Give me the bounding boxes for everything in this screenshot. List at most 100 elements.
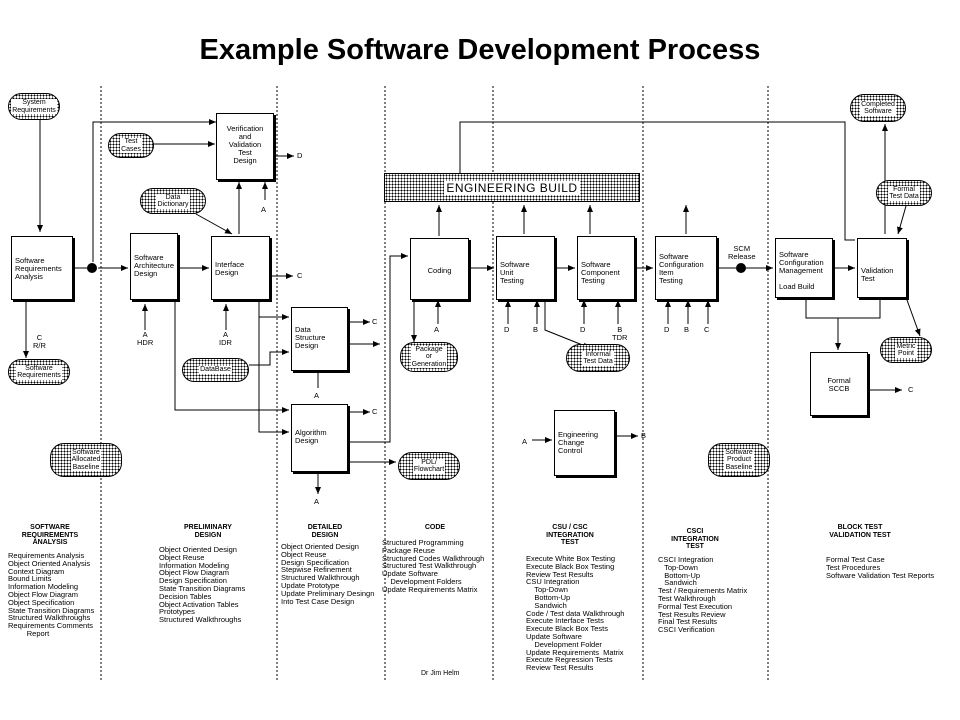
software-config-management-box: Software Configuration Management Load B… <box>775 238 833 298</box>
column-item: Development Folder <box>526 639 602 649</box>
column-item: Object Flow Diagram <box>159 568 230 578</box>
column-item: Bound Limits <box>8 574 52 584</box>
software-allocated-baseline-pill: Software Allocated Baseline <box>50 443 122 477</box>
column-item: Top-Down <box>526 585 568 595</box>
software-ci-testing-box: Software Configuration Item Testing <box>655 236 717 300</box>
column-item: Update Software <box>526 631 582 641</box>
column-item: Requirements Comments <box>8 621 94 631</box>
vv-test-design-box: Verification and Validation Test Design <box>216 113 274 180</box>
column-item: Object Reuse <box>159 552 205 562</box>
column-item: Object Reuse <box>281 549 327 559</box>
formal-test-data-pill: Formal Test Data <box>876 180 932 206</box>
engineering-build-label: ENGINEERING BUILD <box>444 180 580 195</box>
label-d: D <box>580 325 586 334</box>
label-c: C <box>372 317 378 326</box>
box-label: Validation Test <box>861 266 894 283</box>
column-item: Execute White Box Testing <box>526 554 616 563</box>
column-item: Structured Test Walkthrough <box>382 561 477 571</box>
algorithm-design-box: Algorithm Design <box>291 404 348 472</box>
column-item: CSCI Verification <box>658 625 715 635</box>
column-item: Software Validation Test Reports <box>826 570 935 580</box>
page-title: Example Software Development Process <box>199 34 761 66</box>
column-item: Update Software <box>382 569 438 579</box>
column-item: Package Reuse <box>382 545 435 555</box>
label-b: B <box>641 431 647 440</box>
column-item: Object Oriented Design <box>281 542 359 551</box>
column-item: Test Results Review <box>658 609 726 619</box>
phase-separators <box>100 86 769 680</box>
label-scm-release: SCM Release <box>728 244 756 261</box>
test-cases-pill: Test Cases <box>108 133 154 158</box>
column-item: Information Modeling <box>8 582 79 592</box>
software-component-testing-box: Software Component Testing <box>577 236 635 300</box>
column-item: Final Test Results <box>658 617 718 627</box>
box-label: Software Unit Testing <box>500 260 530 285</box>
metric-point-pill: Metric Point <box>880 337 932 363</box>
column-item: Decision Tables <box>159 591 212 601</box>
column-item: Execute Regression Tests <box>526 655 613 665</box>
box-label: Software Configuration Management Load B… <box>779 250 824 291</box>
column-item: Object Flow Diagram <box>8 589 79 599</box>
column-item: CSU Integration <box>526 577 580 587</box>
completed-software-pill: Completed Software <box>850 94 906 122</box>
box-label: Data Structure Design <box>295 325 326 350</box>
label-b: B <box>684 325 690 334</box>
label-a: A <box>434 325 440 334</box>
column-item: Structured Walkthroughs <box>159 615 242 625</box>
label-a: A <box>522 437 528 446</box>
label-a-idr: A IDR <box>219 330 232 347</box>
junction-dot <box>87 263 97 273</box>
column-item: Object Specification <box>8 597 75 607</box>
column-item: Structured Walkthroughs <box>8 613 91 623</box>
label-d: D <box>664 325 670 334</box>
column-item: Update Prototype <box>281 580 340 590</box>
system-requirements-pill: System Requirements <box>8 93 60 120</box>
column-item: Bottom-Up <box>658 570 701 580</box>
column-heading: BLOCK TEST VALIDATION TEST <box>829 524 891 539</box>
column-item: Development Folders <box>382 576 462 586</box>
column-item: Design Specification <box>281 557 349 567</box>
column-item: Into Test Case Design <box>281 596 355 606</box>
box-label: Software Component Testing <box>581 260 620 285</box>
data-dictionary-pill: Data Dictionary <box>140 188 206 214</box>
column-item: Sandwich <box>526 600 567 610</box>
column-item: Execute Black Box Testing <box>526 561 615 571</box>
label-d: D <box>297 151 303 160</box>
label-a: A <box>314 391 320 400</box>
column-item: Update Requirements Matrix <box>382 584 478 594</box>
label-c-rr: C R/R <box>33 333 46 350</box>
column-item: Report <box>8 628 50 638</box>
software-product-baseline-pill: Software Product Baseline <box>708 443 770 477</box>
box-label: Algorithm Design <box>295 428 327 445</box>
informal-test-data-pill: Informal Test Data <box>566 344 630 372</box>
formal-sccb-box: Formal SCCB <box>810 352 868 416</box>
column-item: Bottom-Up <box>526 592 571 602</box>
software-requirements-pill: Software Requirements <box>8 359 70 385</box>
column-item: Stepwise Refinement <box>281 565 352 575</box>
label-c: C <box>297 271 303 280</box>
column-item: Review Test Results <box>526 569 594 579</box>
column-list: CSCI Integration Top-Down Bottom-Up Sand… <box>658 556 747 634</box>
column-item: Test Walkthrough <box>658 593 716 603</box>
column-item: Code / Test data Walkthrough <box>526 608 625 618</box>
column-heading: CSCI INTEGRATION TEST <box>671 528 719 550</box>
column-item: Information Modeling <box>159 560 230 570</box>
column-item: Top-Down <box>658 562 698 572</box>
column-item: Requirements Analysis <box>8 551 85 560</box>
column-item: CSCI Integration <box>658 555 714 564</box>
column-item: Structured Codes Walkthrough <box>382 553 485 563</box>
box-label: Verification and Validation Test Design <box>226 124 264 165</box>
author-footer: Dr Jim Helm <box>421 670 460 677</box>
column-heading: CODE <box>424 524 446 531</box>
label-c: C <box>908 385 914 394</box>
column-item: Object Activation Tables <box>159 599 239 609</box>
column-item: Sandwich <box>658 578 697 588</box>
box-label: Software Configuration Item Testing <box>659 252 704 285</box>
